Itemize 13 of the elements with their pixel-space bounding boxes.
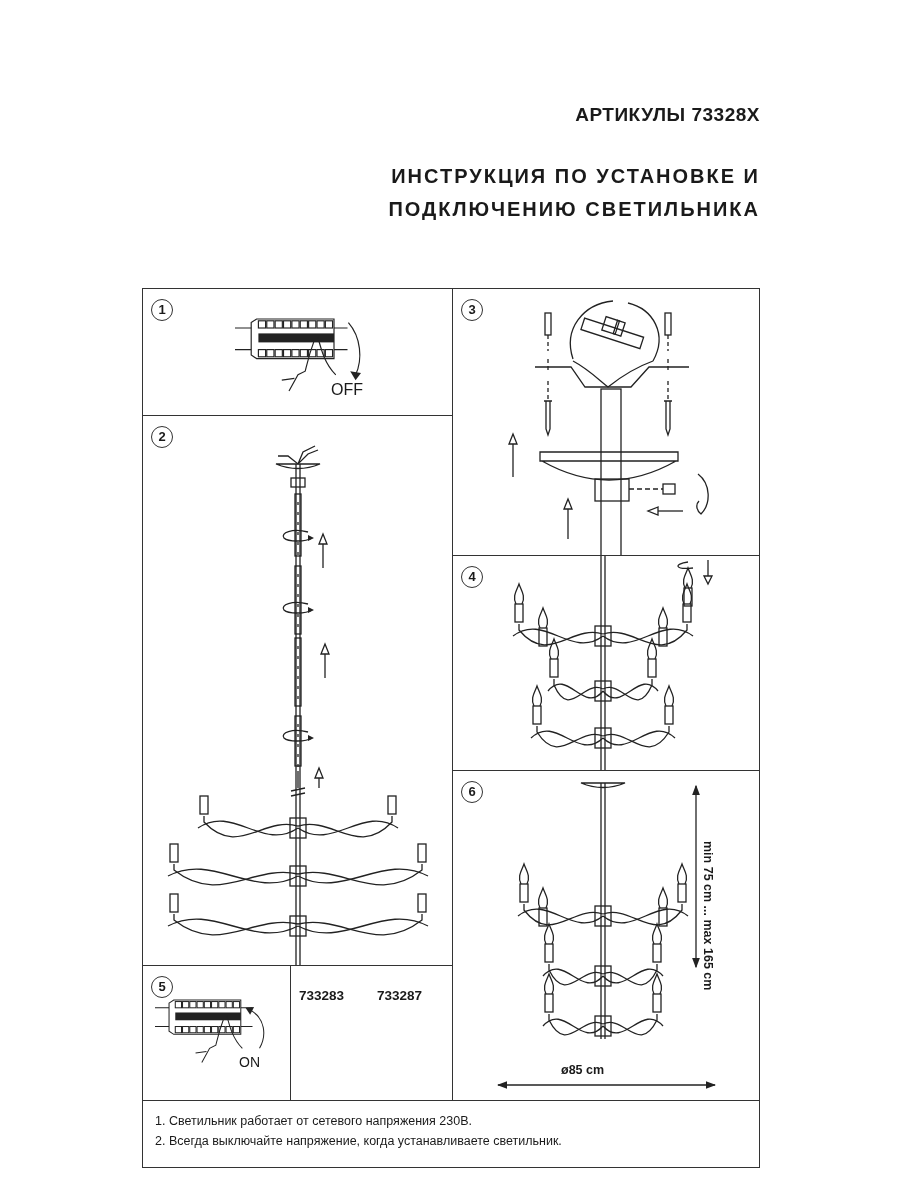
article-number: 733287 <box>377 988 423 1003</box>
article-number-heading: АРТИКУЛЫ 73328X <box>575 104 760 126</box>
notes-panel <box>142 1100 760 1168</box>
dimension-label: ø85 cm <box>561 1063 605 1077</box>
page-title: ИНСТРУКЦИЯ ПО УСТАНОВКЕ И ПОДКЛЮЧЕНИЮ СВЕТИЛЬНИКА <box>387 164 760 222</box>
switch-state-label: OFF <box>331 381 363 399</box>
step-panel <box>452 288 760 556</box>
dimension-label: min 75 cm ... max 165 cm <box>701 841 715 991</box>
step-panel <box>142 288 453 416</box>
switch-state-label: ON <box>239 1054 260 1070</box>
article-number: 733283 <box>299 988 345 1003</box>
note-text: 2. Всегда выключайте напряжение, когда устанавливаете светильник. <box>155 1134 562 1148</box>
note-text: 1. Светильник работает от сетевого напряжения 230В. <box>155 1114 472 1128</box>
